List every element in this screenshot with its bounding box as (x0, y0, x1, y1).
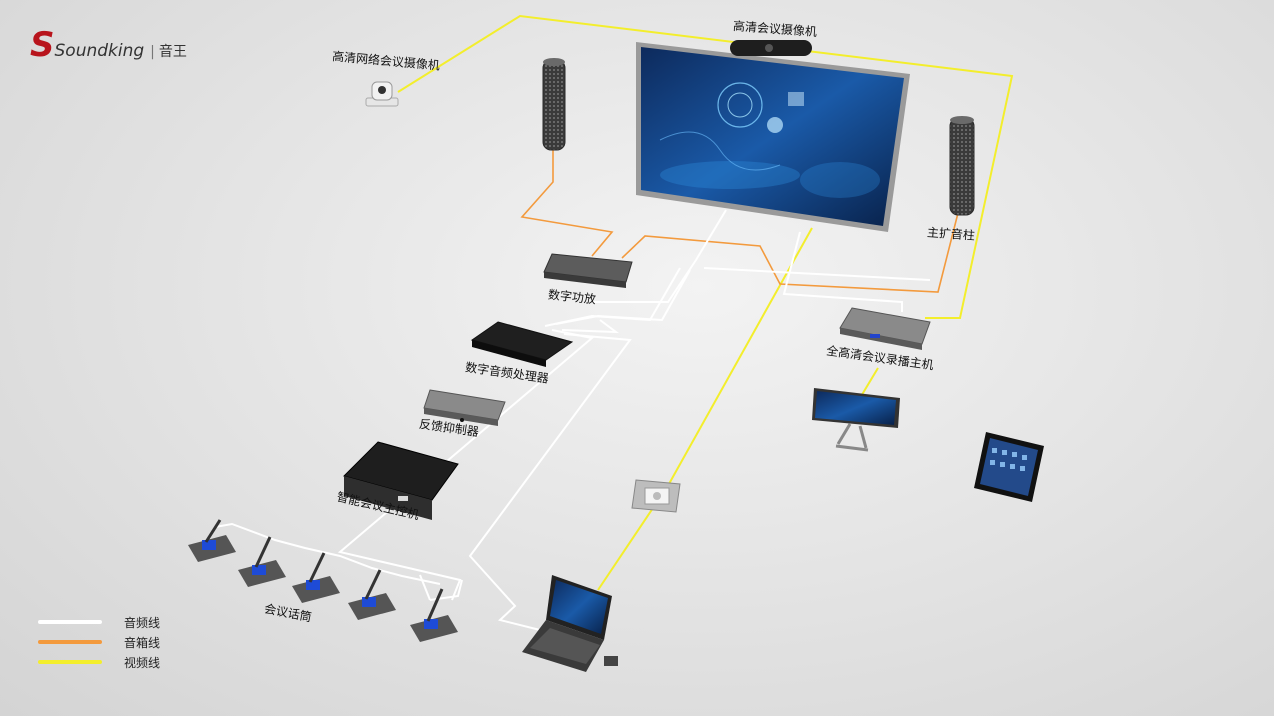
conference-microphones-icons (188, 519, 458, 642)
audio-line (782, 231, 903, 312)
legend-item-speaker: 音箱线 (38, 632, 160, 652)
microphone-icon (410, 588, 458, 642)
legend-item-video: 视频线 (38, 652, 160, 672)
legend-label-speaker: 音箱线 (124, 635, 161, 650)
audio-line (703, 267, 931, 281)
video-line (859, 367, 879, 399)
microphone-icon (348, 569, 396, 620)
video-line (597, 504, 656, 591)
video-line (397, 14, 1014, 319)
recording-host-icon (839, 307, 931, 350)
digital-audio-processor-icon (470, 321, 574, 367)
legend-item-audio: 音频线 (38, 612, 160, 632)
monitor-icon (812, 388, 900, 452)
laptop-icon (522, 575, 618, 672)
speaker-line (520, 150, 614, 257)
audio-line (468, 333, 632, 633)
legend-swatch-speaker (38, 640, 102, 644)
microphone-icon (188, 519, 236, 562)
left-speaker-column-icon (542, 58, 566, 151)
label-main-speaker-column: 主扩音柱 (926, 225, 976, 243)
audio-line (561, 319, 620, 334)
legend: 音频线 音箱线 视频线 (38, 612, 160, 672)
tablet-icon (974, 432, 1044, 502)
hd-meeting-camera-icon (730, 40, 812, 56)
logo-separator: | (150, 44, 155, 60)
legend-swatch-audio (38, 620, 102, 624)
digital-amplifier-icon (543, 253, 633, 288)
microphone-icon (292, 552, 340, 603)
legend-label-video: 视频线 (124, 655, 161, 670)
display-screen (636, 42, 910, 232)
logo-mark: S (30, 25, 55, 65)
logo-wordmark: Soundking (54, 41, 145, 61)
audio-line (419, 574, 431, 601)
speaker-lines (520, 150, 959, 293)
legend-label-audio: 音频线 (124, 615, 161, 630)
speaker-line (621, 212, 959, 293)
audio-lines (214, 209, 931, 633)
feedback-suppressor-icon (423, 389, 506, 426)
legend-swatch-video (38, 660, 102, 664)
smart-controller-icon (343, 441, 459, 520)
audio-line (544, 267, 681, 327)
microphone-icon (238, 536, 286, 587)
audio-line (214, 522, 441, 585)
ptz-camera-icon (365, 81, 399, 107)
floor-socket-icon (631, 479, 681, 513)
audio-line (592, 209, 727, 303)
right-speaker-column-icon (949, 116, 975, 216)
logo-chinese: 音王 (158, 44, 187, 60)
